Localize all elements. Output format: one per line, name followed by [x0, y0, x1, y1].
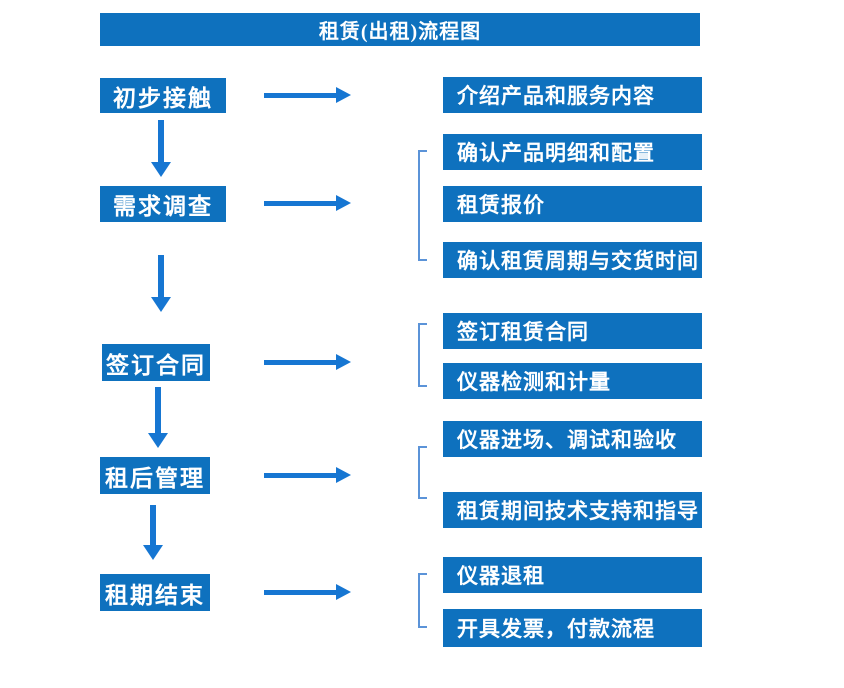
right-arrow-icon-5 — [264, 584, 351, 600]
output-box-invoice-payment: 开具发票，付款流程 — [443, 609, 702, 647]
stage-box-rental-end: 租期结束 — [100, 574, 210, 611]
output-box-confirm-period-delivery: 确认租赁周期与交货时间 — [443, 242, 702, 278]
stage-box-demand-survey: 需求调查 — [100, 186, 226, 222]
output-box-instrument-entry-acceptance: 仪器进场、调试和验收 — [443, 421, 702, 457]
stage-box-sign-contract: 签订合同 — [102, 344, 210, 381]
right-arrow-icon-3 — [264, 354, 351, 370]
group-bracket-rental-end — [418, 573, 427, 628]
flow-title: 租赁(出租)流程图 — [318, 21, 482, 43]
group-bracket-post-rental-mgmt — [418, 446, 427, 499]
output-box-confirm-product-config: 确认产品明细和配置 — [443, 134, 702, 170]
right-arrow-icon-4 — [264, 467, 351, 483]
output-box-sign-rental-contract: 签订租赁合同 — [443, 313, 702, 349]
down-arrow-icon-3 — [148, 387, 168, 448]
group-bracket-sign-contract — [418, 323, 427, 387]
output-box-instrument-testing: 仪器检测和计量 — [443, 363, 702, 399]
group-bracket-demand-survey — [418, 150, 427, 261]
output-box-tech-support: 租赁期间技术支持和指导 — [443, 492, 702, 528]
down-arrow-icon-4 — [143, 505, 163, 560]
output-box-rental-quotation: 租赁报价 — [443, 186, 702, 222]
down-arrow-icon-1 — [151, 120, 171, 177]
stage-box-post-rental-mgmt: 租后管理 — [100, 457, 210, 494]
right-arrow-icon-2 — [264, 195, 351, 211]
right-arrow-icon-1 — [264, 87, 351, 103]
output-box-introduce-products: 介绍产品和服务内容 — [443, 77, 702, 113]
output-box-instrument-return: 仪器退租 — [443, 557, 702, 593]
stage-box-initial-contact: 初步接触 — [100, 78, 226, 113]
flow-title-bar: 租赁(出租)流程图 — [100, 13, 700, 46]
down-arrow-icon-2 — [151, 255, 171, 312]
